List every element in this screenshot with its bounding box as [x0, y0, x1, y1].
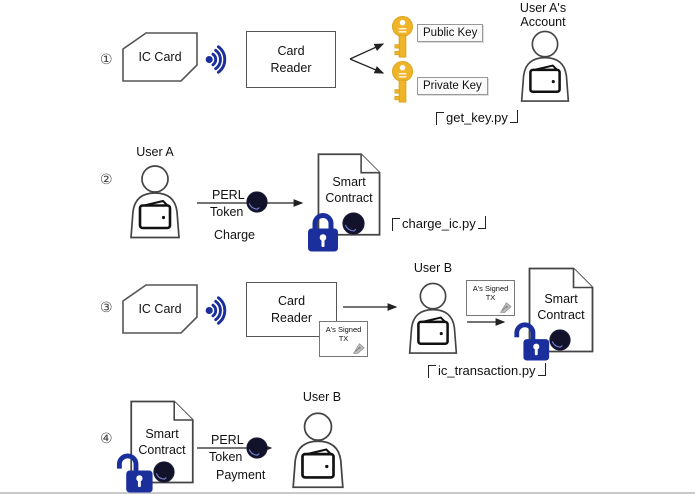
private-key-icon — [391, 61, 414, 103]
step-2-number: ② — [100, 171, 113, 187]
signed-tx-note-2-text: A's Signed TX — [472, 284, 509, 302]
ic-card-shape-1: IC Card — [122, 32, 198, 82]
user-b-person-icon-3 — [404, 282, 462, 354]
public-key-tag: Public Key — [417, 24, 484, 42]
step-1-number: ① — [100, 51, 113, 67]
user-a-account-label: User A's Account — [519, 1, 567, 29]
script-caption-ic-transaction: ic_transaction.py — [428, 363, 546, 378]
card-reader-label-1: Card Reader — [270, 44, 312, 75]
ic-card-shape-3: IC Card — [122, 284, 198, 334]
smart-contract-doc-2: Smart Contract — [317, 152, 381, 237]
user-b-person-icon-4 — [288, 411, 348, 489]
caption-text: charge_ic.py — [402, 216, 476, 231]
ic-card-label-3: IC Card — [138, 302, 182, 316]
smart-contract-label-2: Smart Contract — [325, 175, 373, 206]
public-key-icon — [391, 16, 414, 58]
nfc-signal-icon — [205, 296, 235, 325]
contract-coin-icon-2 — [342, 212, 365, 235]
smart-contract-doc-3: Smart Contract — [528, 267, 594, 353]
perl-token-coin-icon — [246, 191, 268, 213]
signature-pen-icon — [499, 300, 513, 314]
open-corner-bracket — [428, 365, 436, 378]
locked-padlock-icon — [306, 210, 340, 252]
script-caption-get-key: get_key.py — [436, 110, 518, 125]
token-label-4: Token — [209, 450, 243, 464]
smart-contract-doc-4: Smart Contract — [129, 400, 195, 484]
user-a-person-icon — [126, 163, 184, 240]
perl-token-coin-icon — [246, 437, 268, 459]
signature-pen-icon — [352, 341, 366, 355]
unlocked-padlock-icon — [116, 452, 154, 493]
unlocked-padlock-icon — [513, 321, 551, 361]
arrow-reader-to-public-key — [349, 43, 385, 60]
user-a-label: User A — [136, 145, 174, 159]
caption-text: get_key.py — [446, 110, 508, 125]
nfc-signal-icon — [205, 45, 235, 74]
smart-contract-label-3: Smart Contract — [537, 292, 585, 323]
charge-label: Charge — [214, 228, 255, 242]
smart-contract-label-4: Smart Contract — [138, 427, 186, 458]
contract-coin-icon-3 — [549, 329, 571, 351]
private-key-tag: Private Key — [417, 77, 488, 95]
close-corner-bracket — [509, 110, 518, 123]
step-3-number: ③ — [100, 299, 113, 315]
step-4-number: ④ — [100, 430, 113, 446]
window-bottom-edge — [0, 492, 695, 494]
arrow-reader-to-private-key — [349, 58, 385, 74]
open-corner-bracket — [436, 112, 444, 125]
perl-label-2: PERL — [212, 188, 245, 202]
user-a-account-person-icon — [516, 30, 574, 102]
perl-label-4: PERL — [211, 433, 244, 447]
script-caption-charge-ic: charge_ic.py — [392, 216, 486, 231]
caption-text: ic_transaction.py — [438, 363, 536, 378]
signed-tx-note-1: A's Signed TX — [319, 321, 368, 357]
ic-card-label-1: IC Card — [138, 50, 182, 64]
contract-coin-icon-4 — [153, 461, 175, 483]
open-corner-bracket — [392, 218, 400, 231]
user-b-label-3: User B — [413, 261, 453, 275]
signed-tx-note-1-text: A's Signed TX — [325, 325, 362, 343]
close-corner-bracket — [477, 216, 486, 229]
card-reader-label-3: Card Reader — [271, 294, 312, 325]
user-b-label-4: User B — [302, 390, 342, 404]
card-reader-box-1: Card Reader — [246, 31, 336, 88]
signed-tx-note-2: A's Signed TX — [466, 280, 515, 316]
token-label-2: Token — [210, 205, 244, 219]
close-corner-bracket — [537, 363, 546, 376]
payment-label: Payment — [216, 468, 266, 482]
